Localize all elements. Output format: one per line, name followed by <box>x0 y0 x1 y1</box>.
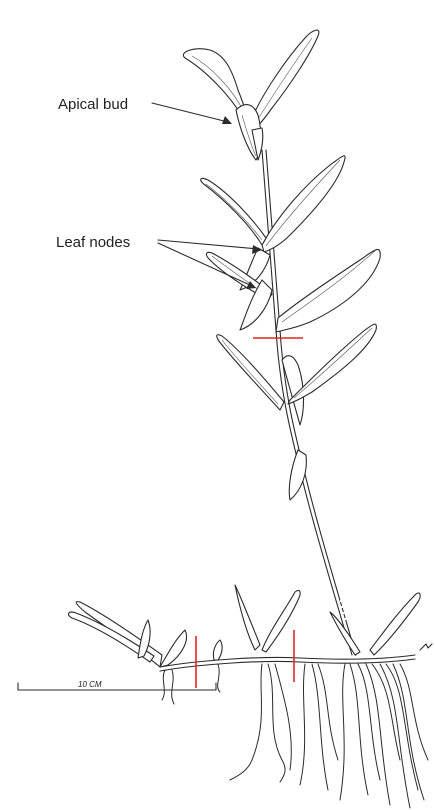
apical-bud-label: Apical bud <box>58 96 128 113</box>
rhizome <box>69 585 432 808</box>
label-leaf-nodes: Leaf nodes <box>56 234 262 289</box>
leaf <box>370 593 420 655</box>
leaf <box>160 630 186 667</box>
leaf <box>262 156 345 252</box>
leaf-nodes-label: Leaf nodes <box>56 234 130 251</box>
roots <box>162 664 428 808</box>
leaf <box>201 178 266 245</box>
arrow-line <box>158 240 258 249</box>
leaf <box>252 30 319 130</box>
leaf <box>289 450 306 500</box>
arrow-line <box>158 243 252 286</box>
arrow-head-icon <box>222 116 232 124</box>
leaf <box>213 640 222 660</box>
label-apical-bud: Apical bud <box>58 96 232 124</box>
leaf <box>235 585 260 650</box>
upright-shoot <box>183 30 380 655</box>
arrow-line <box>152 103 228 122</box>
scale-label: 10 CM <box>78 680 102 689</box>
leaf <box>276 249 380 332</box>
scale-bar: 10 CM <box>18 680 216 690</box>
